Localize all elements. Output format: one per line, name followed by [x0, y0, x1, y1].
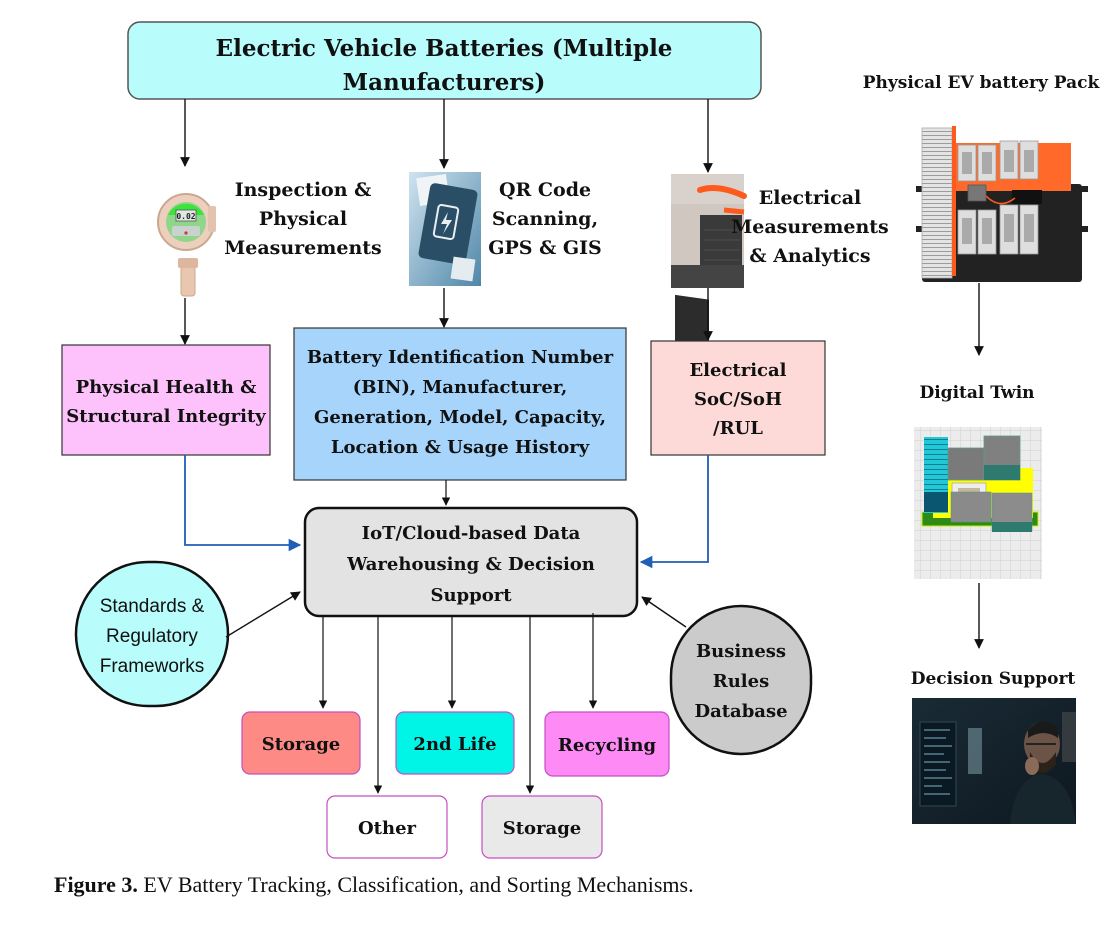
digital-twin-icon — [914, 427, 1042, 579]
electrical-soc-box: Electrical SoC/SoH /RUL — [650, 340, 826, 456]
svg-text:Regulatory: Regulatory — [106, 626, 198, 647]
svg-text:0.02: 0.02 — [176, 212, 195, 221]
qr-scanning-label: QR Code Scanning, GPS & GIS — [488, 179, 601, 259]
business-rules-database-node: Business Rules Database — [669, 604, 813, 756]
analyst-monitor-icon — [912, 698, 1076, 824]
svg-text:IoT/Cloud-based Data: IoT/Cloud-based Data — [362, 523, 581, 544]
svg-text:Rules: Rules — [713, 671, 769, 692]
svg-text:Physical Health &: Physical Health & — [76, 377, 257, 398]
digital-twin-title: Digital Twin — [919, 383, 1034, 403]
svg-text:Measurements: Measurements — [731, 216, 889, 238]
svg-text:Battery Identification Number: Battery Identification Number — [307, 347, 614, 368]
inspection-label: Inspection & Physical Measurements — [224, 179, 382, 259]
ev-batteries-title-line2: Manufacturers) — [343, 69, 546, 96]
iot-cloud-warehouse-box: IoT/Cloud-based Data Warehousing & Decis… — [303, 506, 639, 618]
outcome-other: Other — [326, 795, 448, 859]
svg-text:Generation, Model, Capacity,: Generation, Model, Capacity, — [314, 407, 606, 428]
svg-text:Warehousing & Decision: Warehousing & Decision — [346, 554, 595, 575]
svg-text:Structural Integrity: Structural Integrity — [66, 406, 266, 427]
svg-text:Storage: Storage — [262, 734, 341, 755]
svg-text:Recycling: Recycling — [558, 735, 657, 756]
svg-text:Storage: Storage — [503, 818, 582, 839]
connector-soc-to-central — [639, 455, 709, 569]
svg-text:2nd Life: 2nd Life — [413, 734, 496, 755]
svg-text:Standards &: Standards & — [100, 596, 205, 617]
svg-text:Electrical: Electrical — [759, 187, 861, 209]
standards-frameworks-node: Standards & Regulatory Frameworks — [74, 560, 230, 708]
svg-text:Frameworks: Frameworks — [100, 656, 205, 677]
electrical-measurements-label: Electrical Measurements & Analytics — [731, 187, 889, 267]
connector-physical-to-central — [184, 455, 302, 552]
outcome-storage: Storage — [241, 711, 361, 775]
figure-caption-text: EV Battery Tracking, Classification, and… — [137, 872, 694, 897]
svg-text:GPS & GIS: GPS & GIS — [488, 237, 601, 259]
arrow-standards-to-central — [225, 591, 301, 638]
svg-text:Scanning,: Scanning, — [492, 208, 598, 230]
battery-identification-box: Battery Identification Number (BIN), Man… — [293, 327, 627, 481]
svg-text:Measurements: Measurements — [224, 237, 382, 259]
figure-caption: Figure 3. EV Battery Tracking, Classific… — [54, 872, 694, 898]
outcome-storage-2: Storage — [481, 795, 603, 859]
svg-text:Inspection &: Inspection & — [235, 179, 372, 201]
svg-text:(BIN), Manufacturer,: (BIN), Manufacturer, — [353, 377, 568, 398]
svg-text:Business: Business — [696, 641, 786, 662]
physical-health-box: Physical Health & Structural Integrity — [61, 344, 271, 456]
svg-text:/RUL: /RUL — [713, 418, 763, 439]
svg-text:SoC/SoH: SoC/SoH — [694, 389, 782, 410]
figure-caption-label: Figure 3. — [54, 872, 138, 897]
svg-text:Database: Database — [694, 701, 787, 722]
outcome-recycling: Recycling — [544, 711, 670, 777]
svg-text:& Analytics: & Analytics — [749, 245, 870, 267]
outcome-second-life: 2nd Life — [395, 711, 515, 775]
ev-batteries-title-line1: Electric Vehicle Batteries (Multiple — [216, 35, 673, 62]
svg-text:Other: Other — [358, 818, 417, 839]
battery-passport-icon — [409, 172, 481, 286]
battery-pack-icon — [916, 126, 1088, 282]
svg-text:Electrical: Electrical — [689, 360, 786, 381]
svg-text:Support: Support — [430, 585, 512, 606]
svg-text:QR Code: QR Code — [499, 179, 591, 201]
arrow-business-rules-to-central — [641, 596, 687, 628]
ev-batteries-box: Electric Vehicle Batteries (Multiple Man… — [127, 21, 762, 100]
svg-text:Physical: Physical — [259, 208, 347, 230]
gas-detector-icon: 0.02 — [157, 193, 216, 297]
svg-text:Location & Usage History: Location & Usage History — [331, 437, 590, 458]
decision-support-title: Decision Support — [911, 669, 1076, 689]
battery-pack-title: Physical EV battery Pack — [863, 73, 1101, 93]
